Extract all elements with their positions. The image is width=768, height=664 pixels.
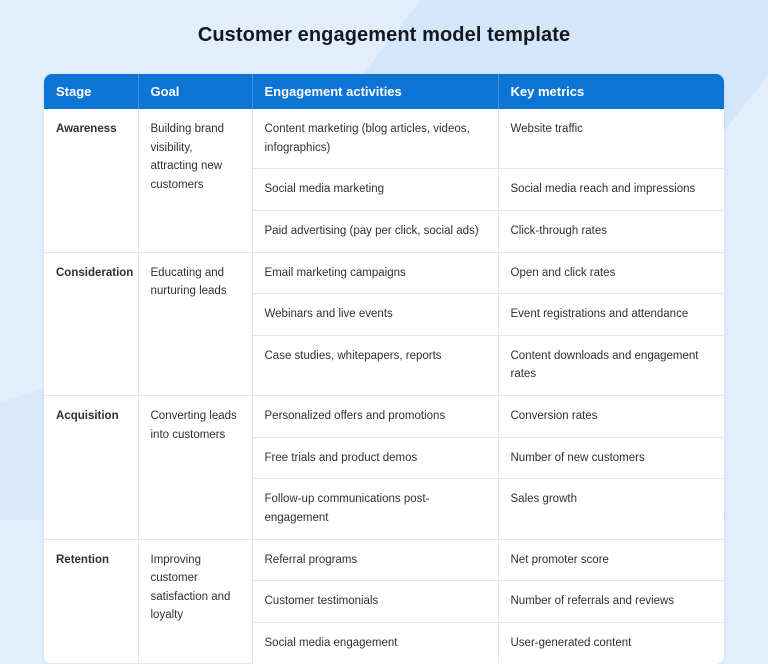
cell-engagement-activity: Content marketing (blog articles, videos… [252, 109, 499, 170]
page-canvas: Customer engagement model template Stage… [44, 0, 768, 664]
table-header: Stage Goal Engagement activities Key met… [44, 74, 724, 109]
cell-engagement-activity: Free trials and product demos [252, 437, 499, 480]
cell-key-metric: Click-through rates [498, 210, 724, 253]
table-row: Paid advertising (pay per click, social … [44, 210, 724, 253]
column-header-goal: Goal [138, 74, 253, 109]
cell-stage: Acquisition [44, 395, 139, 540]
cell-stage: Awareness [44, 109, 139, 253]
cell-key-metric: Event registrations and attendance [498, 293, 724, 336]
cell-key-metric: Conversion rates [498, 395, 724, 438]
cell-engagement-activity: Case studies, whitepapers, reports [252, 335, 499, 397]
cell-engagement-activity: Referral programs [252, 538, 499, 582]
cell-key-metric: Open and click rates [498, 251, 724, 295]
cell-engagement-activity: Personalized offers and promotions [252, 395, 499, 438]
cell-engagement-activity: Paid advertising (pay per click, social … [252, 210, 499, 253]
cell-goal: Educating and nurturing leads [138, 251, 253, 396]
cell-key-metric: Number of referrals and reviews [498, 580, 724, 623]
cell-key-metric: User-generated content [498, 622, 724, 664]
cell-engagement-activity: Customer testimonials [252, 580, 499, 623]
cell-goal: Converting leads into customers [138, 395, 253, 540]
cell-stage: Consideration [44, 251, 139, 396]
cell-key-metric: Sales growth [498, 478, 724, 540]
cell-engagement-activity: Social media marketing [252, 168, 499, 211]
engagement-model-table: Stage Goal Engagement activities Key met… [44, 74, 724, 664]
column-header-engagement-activities: Engagement activities [252, 74, 499, 109]
cell-engagement-activity: Social media engagement [252, 622, 499, 664]
cell-key-metric: Website traffic [498, 109, 724, 170]
column-header-stage: Stage [44, 74, 139, 109]
cell-stage: Retention [44, 538, 139, 664]
cell-goal: Improving customer satisfaction and loya… [138, 538, 253, 664]
cell-engagement-activity: Follow-up communications post-engagement [252, 478, 499, 540]
cell-key-metric: Social media reach and impressions [498, 168, 724, 211]
page-title: Customer engagement model template [197, 24, 571, 46]
cell-key-metric: Content downloads and engagement rates [498, 335, 724, 397]
column-header-key-metrics: Key metrics [498, 74, 724, 109]
cell-key-metric: Number of new customers [498, 437, 724, 480]
table-header-row: Stage Goal Engagement activities Key met… [44, 74, 724, 109]
cell-key-metric: Net promoter score [498, 538, 724, 582]
cell-engagement-activity: Email marketing campaigns [252, 251, 499, 295]
cell-goal: Building brand visibility, attracting ne… [138, 109, 253, 253]
cell-engagement-activity: Webinars and live events [252, 293, 499, 336]
engagement-model-table-container: Stage Goal Engagement activities Key met… [44, 74, 724, 664]
